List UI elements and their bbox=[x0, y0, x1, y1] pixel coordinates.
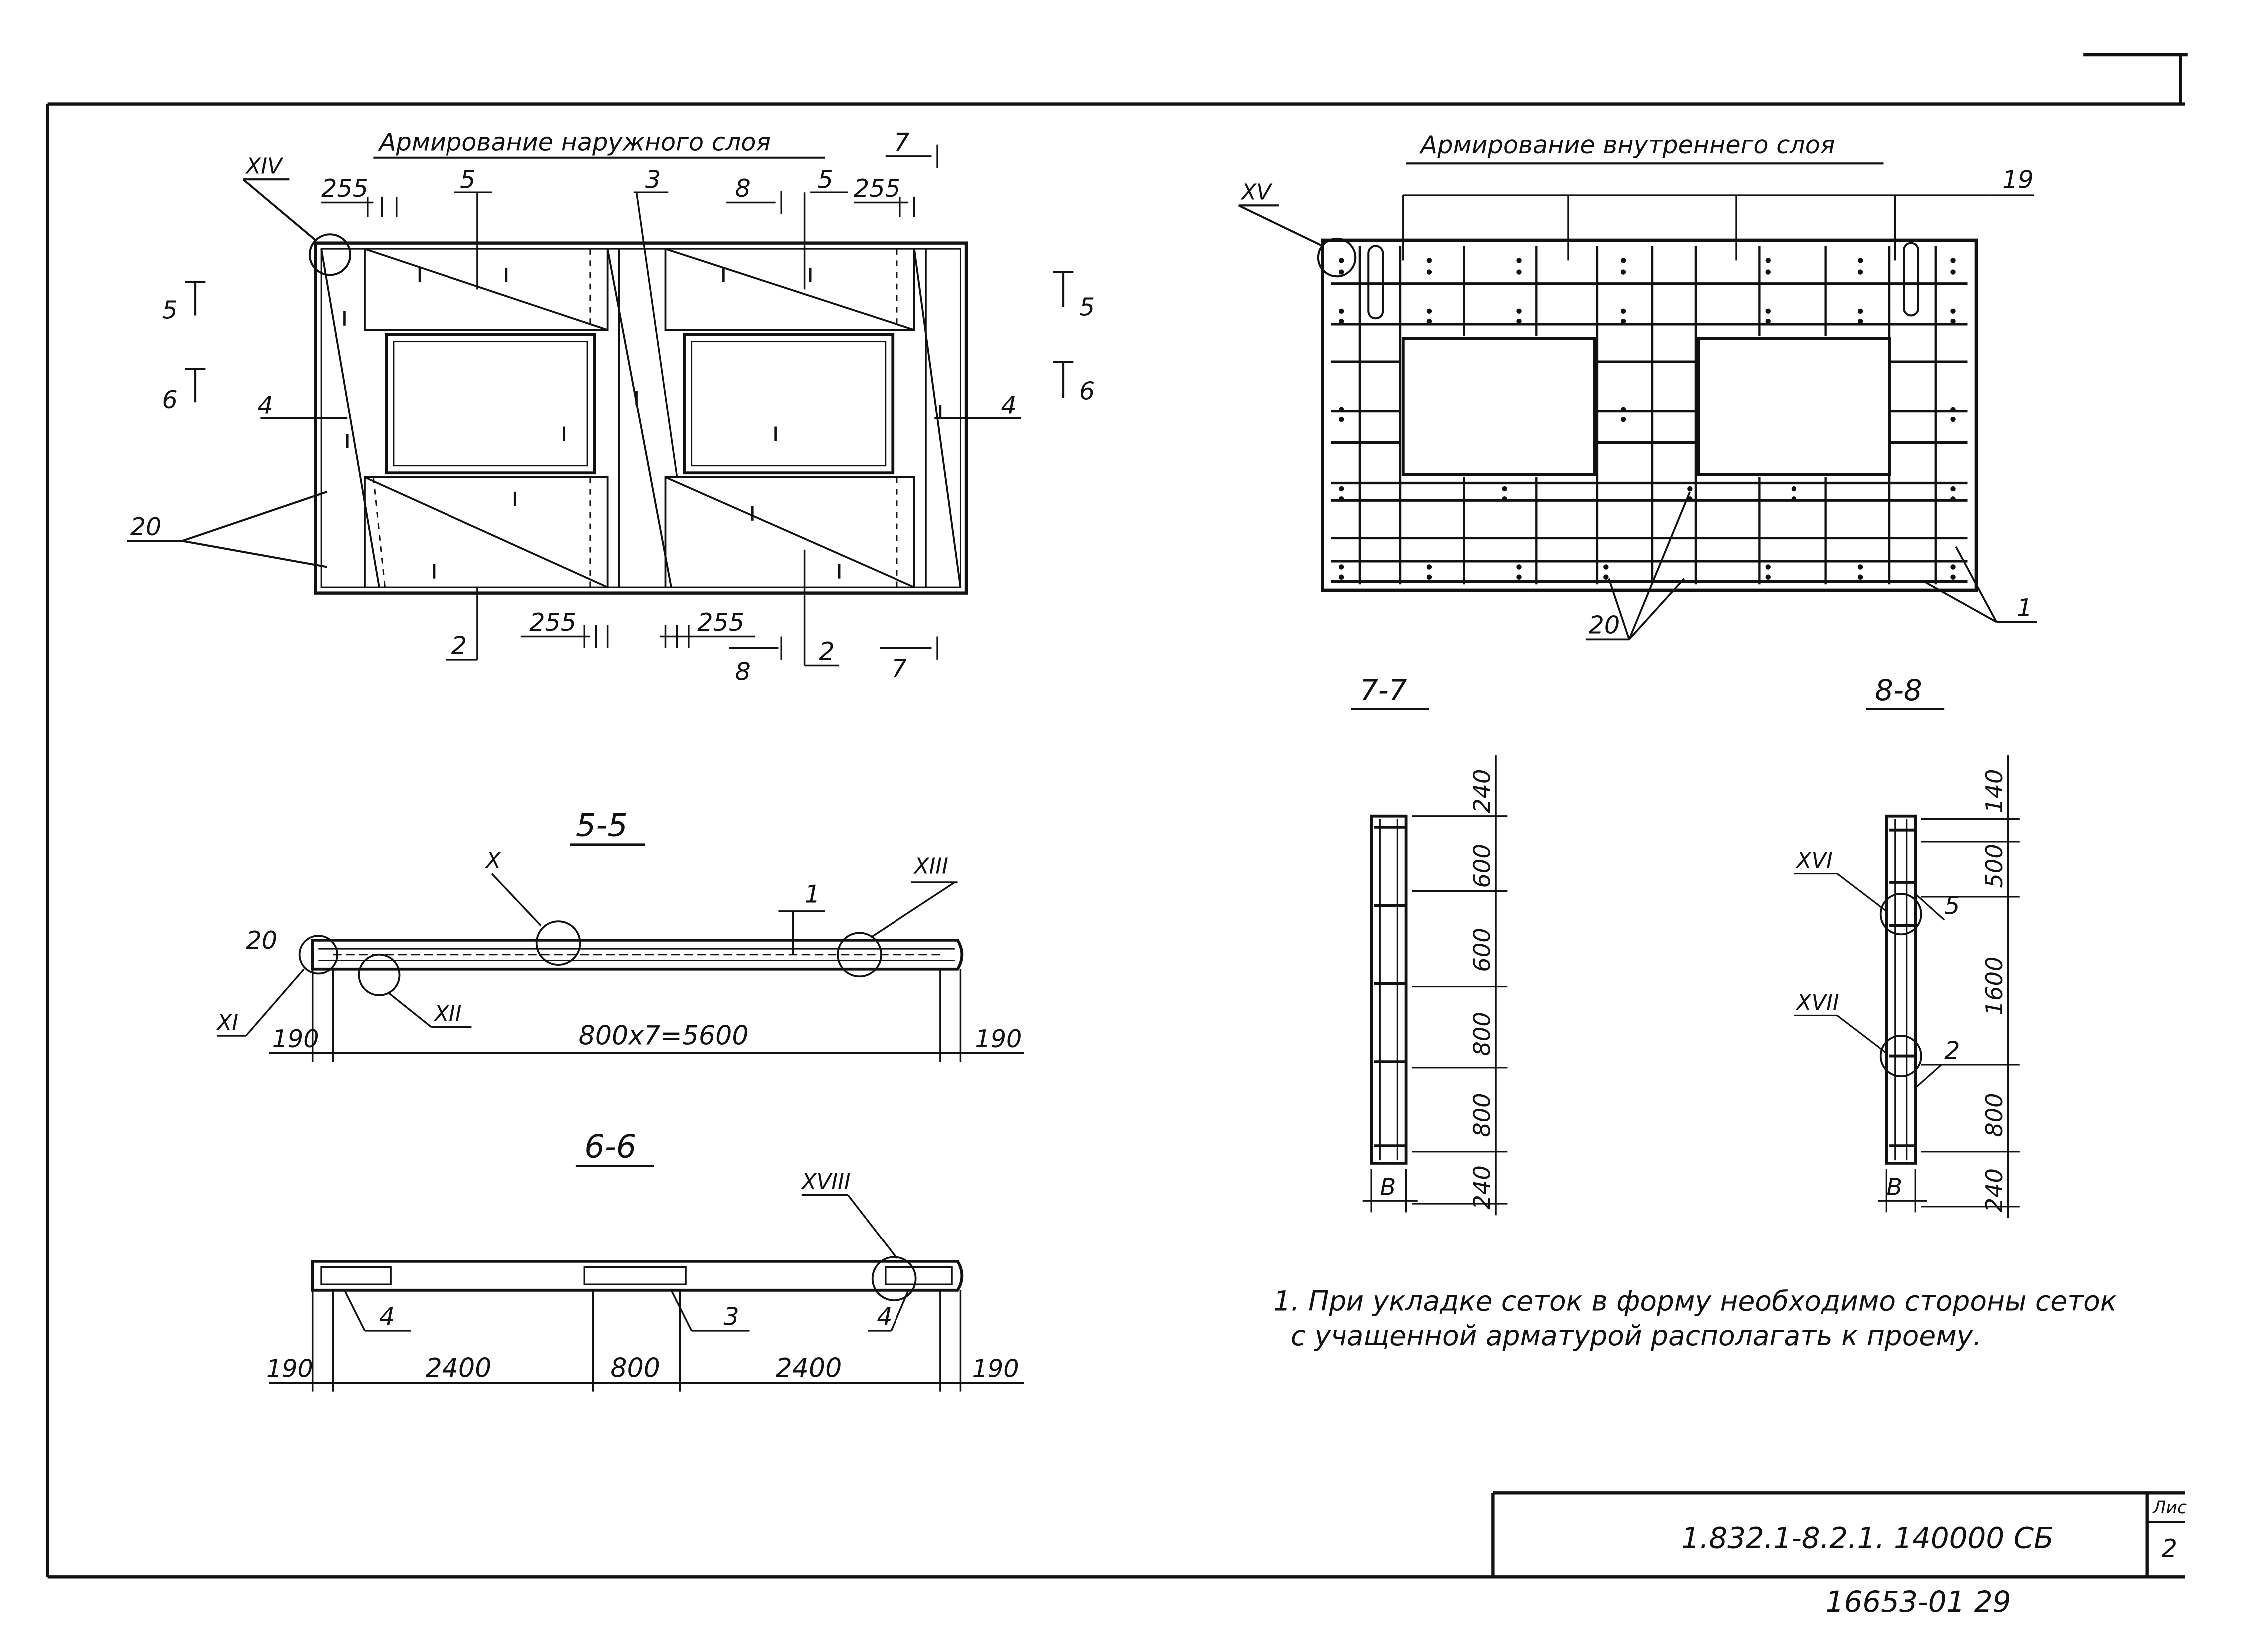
dim-255-top-left: 255 bbox=[321, 174, 368, 203]
outer-layer-plan: Армирование наружного слоя bbox=[127, 127, 1095, 686]
section-6-6-title: 6-6 bbox=[584, 1128, 636, 1165]
document-code: 1.832.1-8.2.1. 140000 СБ bbox=[1681, 1521, 2054, 1555]
note-line-1: 1. При укладке сеток в форму необходимо … bbox=[1273, 1285, 2117, 1317]
outer-panel-outline bbox=[314, 241, 968, 595]
width-b-7: B bbox=[1380, 1174, 1396, 1201]
sheet-frame bbox=[46, 53, 2188, 1579]
pos-2-section-8: 2 bbox=[1944, 1036, 1960, 1065]
section-8-8: 8-8 140 500 1600 800 240 XVI bbox=[1793, 673, 2020, 1218]
dim-7-800-a: 800 bbox=[1469, 1012, 1496, 1056]
dim-800-mid: 800 bbox=[610, 1354, 660, 1384]
mark-xii: XII bbox=[433, 1002, 461, 1027]
section-5-5-title: 5-5 bbox=[576, 807, 628, 844]
inner-window-left bbox=[1401, 337, 1596, 476]
pos-5-top-right: 5 bbox=[818, 165, 833, 194]
dim-7-240-top: 240 bbox=[1469, 769, 1496, 813]
dim-190-right-6: 190 bbox=[972, 1354, 1019, 1383]
dim-800x7: 800x7=5600 bbox=[579, 1021, 749, 1051]
mark-x: X bbox=[485, 848, 501, 873]
pos-5-top-left: 5 bbox=[460, 165, 475, 194]
mark-xviii: XVIII bbox=[801, 1170, 851, 1195]
cut-8-bottom: 8 bbox=[735, 657, 751, 686]
dim-255-bottom-left: 255 bbox=[529, 608, 576, 637]
dim-7-600-a: 600 bbox=[1469, 844, 1496, 888]
sheet-label: Лис bbox=[2152, 1498, 2187, 1518]
section-6-6: 6-6 XVIII 4 3 4 190 2400 800 2400 190 bbox=[266, 1128, 1024, 1392]
inner-window-right bbox=[1697, 337, 1891, 476]
title-block: 1.832.1-8.2.1. 140000 СБ Лис 2 16653-01 … bbox=[1491, 1491, 2187, 1619]
inner-layer-title: Армирование внутреннего слоя bbox=[1419, 130, 1835, 159]
dim-190-left-5: 190 bbox=[272, 1024, 319, 1053]
mark-xvi: XVI bbox=[1796, 848, 1833, 873]
cut-6-left: 6 bbox=[162, 385, 177, 414]
mark-xv: XV bbox=[1240, 180, 1273, 205]
archive-number: 16653-01 29 bbox=[1826, 1585, 2011, 1619]
dim-255-top-right: 255 bbox=[854, 174, 900, 203]
dim-8-1600: 1600 bbox=[1981, 957, 2008, 1016]
pos-2-bottom-left: 2 bbox=[451, 631, 467, 660]
dim-7-600-b: 600 bbox=[1469, 928, 1496, 972]
dim-190-right-5: 190 bbox=[975, 1024, 1022, 1053]
cut-5-left: 5 bbox=[162, 295, 177, 324]
mark-xiv: XIV bbox=[245, 154, 284, 179]
dim-8-140: 140 bbox=[1981, 769, 2008, 813]
outer-window-left bbox=[385, 333, 596, 475]
width-b-8: B bbox=[1886, 1174, 1902, 1201]
dim-2400-left: 2400 bbox=[426, 1354, 492, 1384]
pos-1-section: 1 bbox=[805, 880, 820, 909]
cut-7-top: 7 bbox=[894, 127, 909, 156]
dim-190-left-6: 190 bbox=[266, 1354, 313, 1383]
outer-layer-title: Армирование наружного слоя bbox=[378, 127, 771, 156]
pos-19: 19 bbox=[2002, 165, 2034, 194]
inner-layer-plan: Армирование внутреннего слоя bbox=[1238, 130, 2037, 641]
sheet-number: 2 bbox=[2162, 1534, 2177, 1563]
pos-20-section: 20 bbox=[246, 926, 277, 955]
dim-8-240: 240 bbox=[1981, 1168, 2008, 1212]
note-line-2: с учащенной арматурой располагать к прое… bbox=[1291, 1320, 1982, 1352]
pos-4-section-left: 4 bbox=[379, 1302, 395, 1331]
cut-5-right: 5 bbox=[1079, 292, 1095, 321]
section-7-7: 7-7 240 600 600 800 800 240 B bbox=[1351, 673, 1508, 1216]
pos-5-section-8: 5 bbox=[1944, 891, 1960, 920]
dim-7-240-bottom: 240 bbox=[1469, 1165, 1496, 1209]
pos-3-top: 3 bbox=[645, 165, 661, 194]
dim-8-500: 500 bbox=[1981, 844, 2008, 888]
pos-4-section-right: 4 bbox=[877, 1302, 892, 1331]
mark-xvii: XVII bbox=[1796, 990, 1839, 1015]
pos-4-left: 4 bbox=[258, 391, 273, 419]
general-note: 1. При укладке сеток в форму необходимо … bbox=[1273, 1285, 2117, 1352]
dim-255-bottom-right: 255 bbox=[697, 608, 744, 637]
mark-xiii: XIII bbox=[913, 854, 948, 879]
pos-20-outer: 20 bbox=[130, 512, 162, 541]
pos-2-bottom-right: 2 bbox=[819, 637, 835, 666]
dim-7-800-b: 800 bbox=[1469, 1093, 1496, 1137]
pos-4-right: 4 bbox=[1001, 391, 1017, 419]
cut-7-bottom: 7 bbox=[891, 654, 906, 683]
outer-window-right bbox=[683, 333, 895, 475]
cut-6-right: 6 bbox=[1079, 376, 1095, 405]
pos-20-inner: 20 bbox=[1589, 611, 1620, 640]
cut-8-top: 8 bbox=[735, 174, 751, 203]
dim-2400-right: 2400 bbox=[776, 1354, 842, 1384]
pos-1-inner: 1 bbox=[2017, 593, 2032, 622]
section-5-5: 5-5 20 1 X XIII XI XII 190 800x7=5600 19… bbox=[216, 807, 1024, 1062]
section-7-7-title: 7-7 bbox=[1360, 673, 1407, 707]
section-8-8-title: 8-8 bbox=[1875, 673, 1922, 707]
pos-3-section: 3 bbox=[723, 1302, 739, 1331]
mark-xi: XI bbox=[216, 1010, 239, 1035]
dim-8-800: 800 bbox=[1981, 1093, 2008, 1137]
